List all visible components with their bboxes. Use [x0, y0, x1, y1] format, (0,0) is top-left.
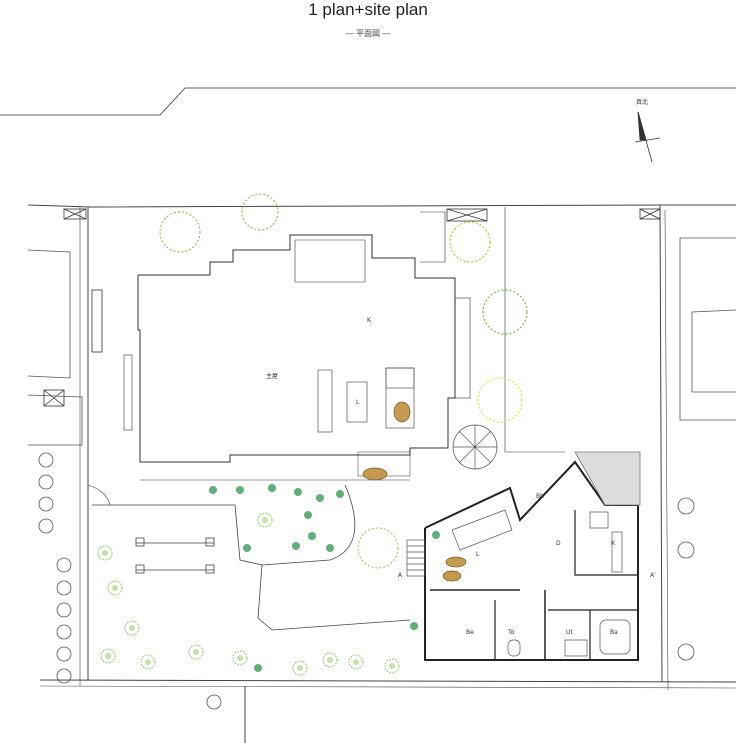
bedroom-label: Be: [466, 629, 474, 636]
courtyard-terrace: [574, 451, 641, 506]
gate-markers: [43, 208, 661, 407]
road-line: [0, 87, 736, 116]
neighbor-buildings: [27, 237, 736, 446]
north-label: 真北: [636, 98, 648, 106]
bath-label: Bh: [536, 493, 544, 500]
main-house-living-label: L: [356, 399, 360, 406]
utility-label: Ut: [566, 629, 573, 636]
north-arrow: [634, 111, 661, 163]
boundary-hedge-circles: [38, 452, 695, 710]
main-house-outline: [123, 207, 565, 481]
section-a-prime-label: A': [650, 572, 656, 579]
bathroom-label: Ba: [610, 629, 618, 636]
living-label: L: [476, 551, 480, 558]
garden-paths: [87, 484, 411, 631]
toilet-label: To: [507, 629, 515, 636]
drawing-subtitle: ― 平面図 ―: [345, 29, 391, 38]
trees-and-shrubs: [97, 193, 528, 676]
section-a-label: A: [398, 572, 403, 579]
round-pergola: [452, 424, 498, 470]
new-house-furniture: [406, 509, 631, 657]
main-house-name-label: 主屋: [266, 372, 278, 380]
dining-label: D: [556, 540, 561, 547]
main-house-furniture: [317, 367, 415, 481]
drawing-title: 1 plan+site plan: [308, 0, 428, 19]
main-house-kitchen-label: K: [367, 317, 372, 324]
kitchen-label: K: [611, 540, 616, 547]
site-boundary: [27, 204, 736, 743]
